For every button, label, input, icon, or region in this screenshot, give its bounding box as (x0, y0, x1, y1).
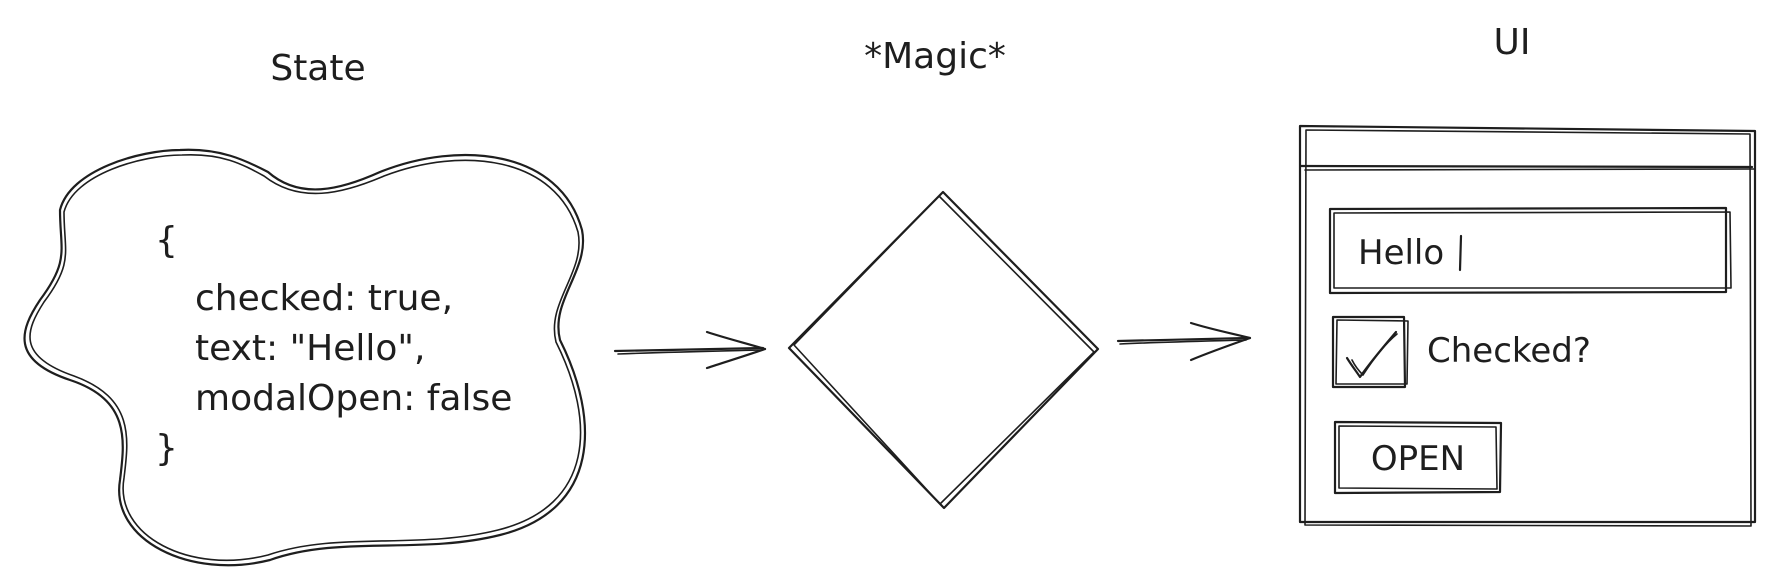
state-cloud (23, 148, 586, 567)
checkmark-icon (1345, 330, 1398, 379)
ui-window (1298, 124, 1757, 527)
code-line-checked: checked: true, (195, 278, 453, 319)
code-open-brace: { (155, 220, 178, 261)
code-close-brace: } (155, 428, 178, 469)
arrow-state-to-magic (613, 330, 767, 370)
ui-text-input-value: Hello (1358, 233, 1444, 273)
ui-checkbox-label: Checked? (1427, 331, 1591, 371)
ui-open-button[interactable]: OPEN (1333, 420, 1503, 495)
ui-text-input[interactable]: Hello (1328, 206, 1732, 295)
code-line-modal-open: modalOpen: false (195, 378, 512, 419)
ui-open-button-label: OPEN (1371, 439, 1465, 479)
state-code-block: { checked: true, text: "Hello", modalOpe… (155, 220, 512, 469)
state-title: State (270, 48, 365, 89)
text-cursor (1458, 234, 1463, 272)
magic-diamond (787, 190, 1100, 510)
ui-checkbox[interactable] (1331, 315, 1409, 389)
code-line-text: text: "Hello", (195, 328, 425, 369)
magic-title: *Magic* (864, 36, 1006, 77)
arrow-magic-to-ui (1116, 321, 1252, 362)
ui-title: UI (1494, 22, 1531, 63)
